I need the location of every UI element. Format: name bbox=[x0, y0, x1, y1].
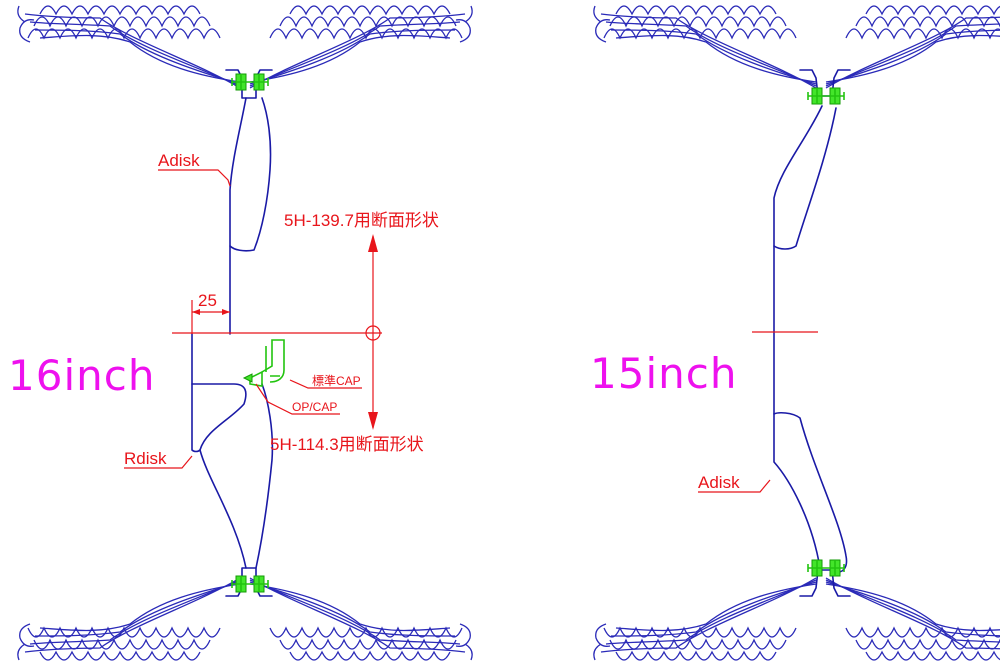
right-annotations bbox=[698, 331, 818, 493]
standard-cap-label: 標準CAP bbox=[312, 373, 361, 388]
right-adisk-profile bbox=[773, 412, 848, 573]
right-upper-bolt bbox=[807, 87, 845, 105]
upper-section-label: 5H-139.7用断面形状 bbox=[284, 211, 439, 230]
left-lower-tread-left bbox=[17, 577, 241, 661]
dimension-25-label: 25 bbox=[198, 291, 217, 310]
right-upper-tread-left bbox=[593, 5, 817, 89]
left-annotations bbox=[124, 169, 382, 469]
right-lower-tread-left bbox=[593, 577, 817, 661]
right-adisk-label: Adisk bbox=[698, 473, 740, 492]
right-lower-bolt bbox=[807, 559, 845, 577]
left-wheel-size-label: 16inch bbox=[8, 351, 155, 400]
right-upper-spoke-profile bbox=[773, 105, 837, 250]
op-cap-outline bbox=[249, 370, 263, 387]
left-upper-tread-right bbox=[249, 5, 473, 89]
lower-section-label: 5H-114.3用断面形状 bbox=[270, 435, 424, 454]
standard-cap-outline bbox=[261, 339, 285, 383]
left-rdisk-label: Rdisk bbox=[124, 449, 167, 468]
right-wheel-drawing bbox=[593, 5, 1000, 661]
left-upper-tread-left bbox=[17, 5, 241, 89]
right-lower-tread-right bbox=[825, 577, 1000, 661]
left-adisk-label: Adisk bbox=[158, 151, 200, 170]
right-upper-tread-right bbox=[825, 5, 1000, 89]
left-lower-tread-right bbox=[249, 577, 473, 661]
left-adisk-profile bbox=[229, 97, 272, 252]
right-wheel-size-label: 15inch bbox=[590, 349, 737, 398]
left-rdisk-profile bbox=[191, 333, 274, 569]
left-wheel-drawing bbox=[17, 5, 473, 661]
op-cap-label: OP/CAP bbox=[292, 400, 337, 414]
